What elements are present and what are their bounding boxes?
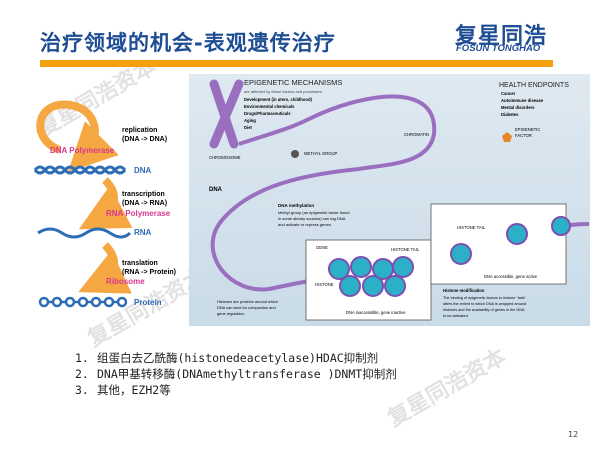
histone-tail-label: HISTONE TAIL	[457, 225, 486, 230]
transcription-label: transcription	[122, 191, 165, 198]
histone-cluster	[328, 216, 571, 297]
histone-tail-label: HISTONE TAIL	[391, 247, 420, 252]
page-title: 治疗领域的机会-表观遗传治疗	[40, 31, 336, 55]
active-label: DNA accessible, gene active	[484, 274, 538, 279]
logo-subtitle: FOSUN TONGHAO	[456, 43, 541, 54]
epigenetic-factor-icon	[502, 132, 512, 142]
mod-title: Histone modification	[443, 288, 485, 293]
transcription-sub: (DNA -> RNA)	[122, 200, 167, 207]
dna-polymerase-label: DNA Polymerase	[50, 146, 115, 155]
methylation-text: Methyl group (an epigenetic factor found	[278, 210, 350, 215]
health-item: Autoimmune disease	[501, 98, 544, 103]
mech-item: Diet	[244, 125, 253, 130]
health-item: Diabetes	[501, 112, 519, 117]
histones-text: DNA can wind for compaction and	[217, 305, 276, 310]
methyl-group-label: METHYL GROUP	[304, 151, 338, 156]
mod-text: alters the extent to which DNA is wrappe…	[443, 302, 526, 306]
mech-sub: are affected by these factors and proces…	[244, 89, 323, 94]
health-title: HEALTH ENDPOINTS	[499, 82, 569, 89]
chromosome-label: CHROMOSOME	[209, 155, 241, 160]
mech-item: Aging	[244, 118, 256, 123]
health-item: Mental disorders	[501, 105, 535, 110]
therapy-list: 1.组蛋白去乙酰酶(histonedeacetylase)HDAC抑制剂 2.D…	[75, 350, 397, 398]
page-number: 12	[568, 430, 579, 439]
health-item: Cancer	[501, 91, 516, 96]
rna-strand	[37, 227, 132, 239]
ribosome-label: Ribosome	[106, 277, 145, 286]
translation-arrow	[78, 242, 132, 294]
replication-label: replication	[122, 127, 157, 134]
chromosome-icon	[209, 79, 244, 149]
title-divider	[40, 60, 553, 67]
replication-arrow	[36, 100, 119, 172]
watermark: 复星同浩资本	[383, 344, 511, 432]
logo: 复星同浩	[455, 24, 548, 49]
mech-item: Drugs/Pharmaceuticals	[244, 111, 291, 116]
mech-item: Development (in utero, childhood)	[244, 97, 313, 102]
gene-label: GENE	[316, 245, 328, 250]
list-item: 1.组蛋白去乙酰酶(histonedeacetylase)HDAC抑制剂	[75, 351, 379, 365]
methyl-group-icon	[291, 150, 299, 158]
mod-text: The binding of epigenetic factors to his…	[443, 296, 526, 300]
mod-text: histones and the availability of genes i…	[443, 308, 525, 312]
histone-label: HISTONE	[315, 282, 334, 287]
mech-item: Environmental chemicals	[244, 104, 295, 109]
list-item: 2.DNA甲基转移酶(DNAmethyltransferase )DNMT抑制剂	[75, 367, 397, 381]
mech-title: EPIGENETIC MECHANISMS	[244, 78, 342, 87]
methylation-text: and activate or repress genes.	[278, 222, 332, 227]
active-inset	[430, 203, 567, 285]
translation-sub: (RNA -> Protein)	[122, 269, 176, 276]
dna-label: DNA	[209, 187, 223, 193]
methylation-title: DNA methylation	[278, 203, 314, 208]
dna-label: DNA	[134, 166, 152, 175]
histones-text: Histones are proteins around which	[217, 299, 278, 304]
histones-text: gene regulation.	[217, 311, 245, 316]
protein-label: Protein	[134, 298, 162, 307]
rna-label: RNA	[134, 228, 152, 237]
replication-sub: (DNA -> DNA)	[122, 136, 167, 143]
epigenetics-diagram: EPIGENETIC MECHANISMS are affected by th…	[189, 74, 590, 326]
methylation-text: in some dietary sources) can tag DNA	[278, 216, 346, 221]
rna-polymerase-label: RNA Polymerase	[106, 209, 171, 218]
central-dogma-figure: replication (DNA -> DNA) DNA Polymerase …	[33, 100, 176, 308]
dna-helix	[33, 165, 127, 175]
protein-chain	[38, 296, 128, 308]
epigenetic-factor-label: EPIGENETIC	[515, 127, 540, 132]
mod-text: to be activated.	[443, 314, 469, 318]
list-item: 3.其他，EZH2等	[75, 383, 171, 397]
translation-label: translation	[122, 260, 158, 267]
inactive-label: DNA inaccessible, gene inactive	[346, 310, 406, 315]
transcription-arrow	[78, 177, 133, 230]
epigenetic-factor-label: FACTOR	[515, 133, 532, 138]
chromatin-label: CHROMATIN	[404, 132, 429, 137]
